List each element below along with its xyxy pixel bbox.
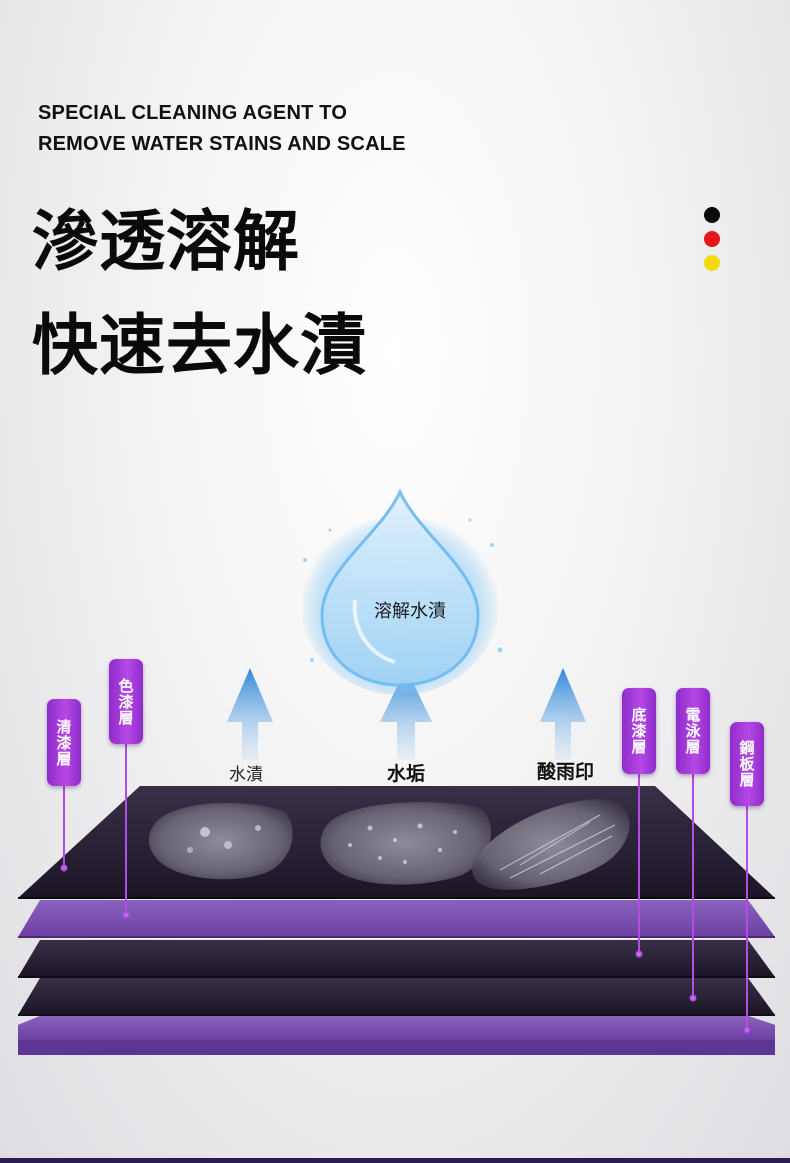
headline-line-2: 快速去水漬 bbox=[32, 307, 367, 384]
bottom-bar bbox=[0, 1158, 790, 1163]
stain-label-scale: 水垢 bbox=[387, 763, 426, 785]
tag-color-coat-label: 色漆層 bbox=[116, 677, 135, 726]
stain-water-spot bbox=[148, 802, 293, 880]
stain-label-water-spot: 水漬 bbox=[229, 765, 263, 785]
drop-label: 溶解水漬 bbox=[374, 601, 446, 622]
leader-lines bbox=[60, 743, 751, 1034]
stain-acid-rain bbox=[472, 799, 630, 890]
tag-electrophoresis: 電泳層 bbox=[676, 688, 710, 774]
stain-scale bbox=[320, 802, 492, 885]
tag-color-coat: 色漆層 bbox=[109, 659, 143, 744]
tag-clearcoat-label: 清漆層 bbox=[54, 718, 73, 767]
water-drop-icon bbox=[300, 488, 503, 695]
english-subtitle: SPECIAL CLEANING AGENT TO REMOVE WATER S… bbox=[38, 98, 406, 160]
drop-label-wrap: 溶解水漬 bbox=[300, 475, 510, 690]
layer-steel bbox=[18, 1016, 775, 1055]
stain-label-acid-rain: 酸雨印 bbox=[537, 761, 595, 783]
red-dot bbox=[704, 231, 720, 247]
tag-steel: 鋼板層 bbox=[730, 722, 764, 806]
layer-color bbox=[18, 900, 775, 938]
tag-primer-label: 底漆層 bbox=[629, 707, 648, 755]
tag-primer: 底漆層 bbox=[622, 688, 656, 774]
headline-line-1: 滲透溶解 bbox=[32, 203, 300, 280]
tag-steel-label: 鋼板層 bbox=[737, 740, 756, 788]
arrow-up-icon bbox=[227, 668, 273, 760]
layer-electrophoresis bbox=[18, 978, 775, 1016]
subtitle-line-2: REMOVE WATER STAINS AND SCALE bbox=[38, 133, 406, 155]
subtitle-line-1: SPECIAL CLEANING AGENT TO bbox=[38, 102, 348, 124]
layer-primer bbox=[18, 940, 775, 978]
tag-electrophoresis-label: 電泳層 bbox=[683, 707, 702, 755]
arrow-up-icon bbox=[380, 668, 432, 760]
yellow-dot bbox=[704, 255, 720, 271]
arrow-up-icon bbox=[540, 668, 586, 760]
tag-clearcoat: 清漆層 bbox=[47, 699, 81, 786]
black-dot bbox=[704, 207, 720, 223]
